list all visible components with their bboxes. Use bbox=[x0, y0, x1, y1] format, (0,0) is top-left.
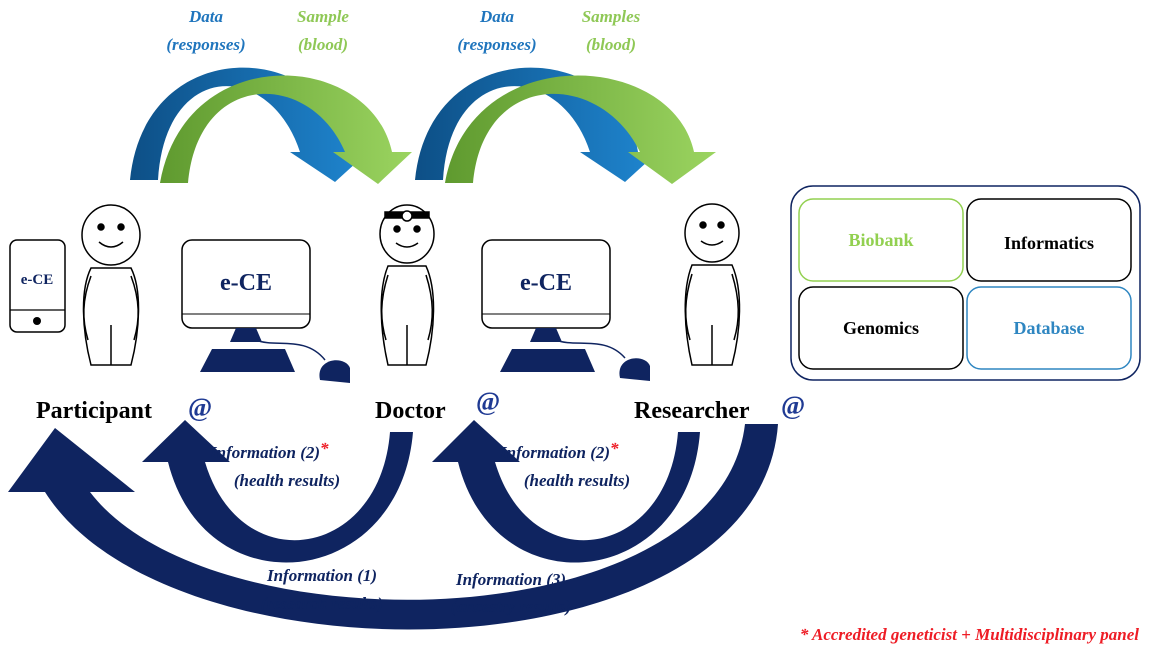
info2b-sub: (health results) bbox=[524, 471, 630, 490]
info1-title: Information (1) bbox=[266, 566, 377, 585]
sample-arrow-participant-doctor bbox=[160, 75, 412, 184]
svg-text:Information (2)*: Information (2)* bbox=[499, 439, 619, 462]
doctor-figure bbox=[379, 204, 435, 366]
participant-label: Participant bbox=[36, 398, 152, 424]
doctor-email-icon: @ bbox=[476, 387, 500, 416]
researcher-label: Researcher bbox=[634, 398, 750, 424]
data-label-1: Data bbox=[188, 7, 224, 26]
sample-sub-label-1: (blood) bbox=[298, 35, 348, 54]
info2a-sub: (health results) bbox=[234, 471, 340, 490]
monitor-2-icon bbox=[481, 239, 650, 381]
info3-title: Information (3) bbox=[455, 570, 566, 589]
lab-panel bbox=[790, 185, 1141, 381]
biobank-label: Biobank bbox=[848, 230, 913, 250]
participant-figure bbox=[81, 204, 141, 366]
monitor-2-label: e-CE bbox=[520, 270, 572, 296]
informatics-box bbox=[966, 198, 1132, 282]
sample-label-1: Sample bbox=[297, 7, 349, 26]
info2a-title: Information (2) bbox=[209, 443, 320, 462]
sample-sub-label-2: (blood) bbox=[586, 35, 636, 54]
database-box bbox=[966, 286, 1132, 370]
info-arrow-researcher-participant bbox=[8, 424, 778, 630]
data-sub-label-1: (responses) bbox=[166, 35, 245, 54]
biobank-box bbox=[798, 198, 964, 282]
footnote: * Accredited geneticist + Multidisciplin… bbox=[800, 625, 1139, 644]
genomics-box bbox=[798, 286, 964, 370]
info2b-asterisk: * bbox=[610, 439, 619, 458]
participant-email-icon: @ bbox=[188, 393, 212, 422]
monitor-1-icon bbox=[181, 239, 350, 383]
researcher-email-icon: @ bbox=[781, 391, 805, 420]
doctor-label: Doctor bbox=[375, 398, 446, 424]
svg-text:Information (2)*: Information (2)* bbox=[209, 439, 329, 462]
info2-arrow-doctor-participant bbox=[142, 420, 413, 563]
data-sub-label-2: (responses) bbox=[457, 35, 536, 54]
sample-label-2: Samples bbox=[582, 7, 641, 26]
info1-sub: (research results) bbox=[261, 594, 383, 613]
info2b-title: Information (2) bbox=[499, 443, 610, 462]
phone-label: e-CE bbox=[21, 272, 54, 288]
researcher-figure bbox=[684, 203, 741, 366]
info3-sub: (ancestry results) bbox=[451, 597, 571, 616]
monitor-1-label: e-CE bbox=[220, 270, 272, 296]
sample-arrow-doctor-researcher bbox=[445, 75, 716, 184]
database-label: Database bbox=[1014, 318, 1085, 338]
info2-arrow-researcher-doctor bbox=[432, 420, 700, 563]
genomics-label: Genomics bbox=[843, 318, 919, 338]
info2a-asterisk: * bbox=[320, 439, 329, 458]
data-label-2: Data bbox=[479, 7, 515, 26]
phone-icon bbox=[9, 239, 66, 333]
informatics-label: Informatics bbox=[1004, 233, 1094, 253]
